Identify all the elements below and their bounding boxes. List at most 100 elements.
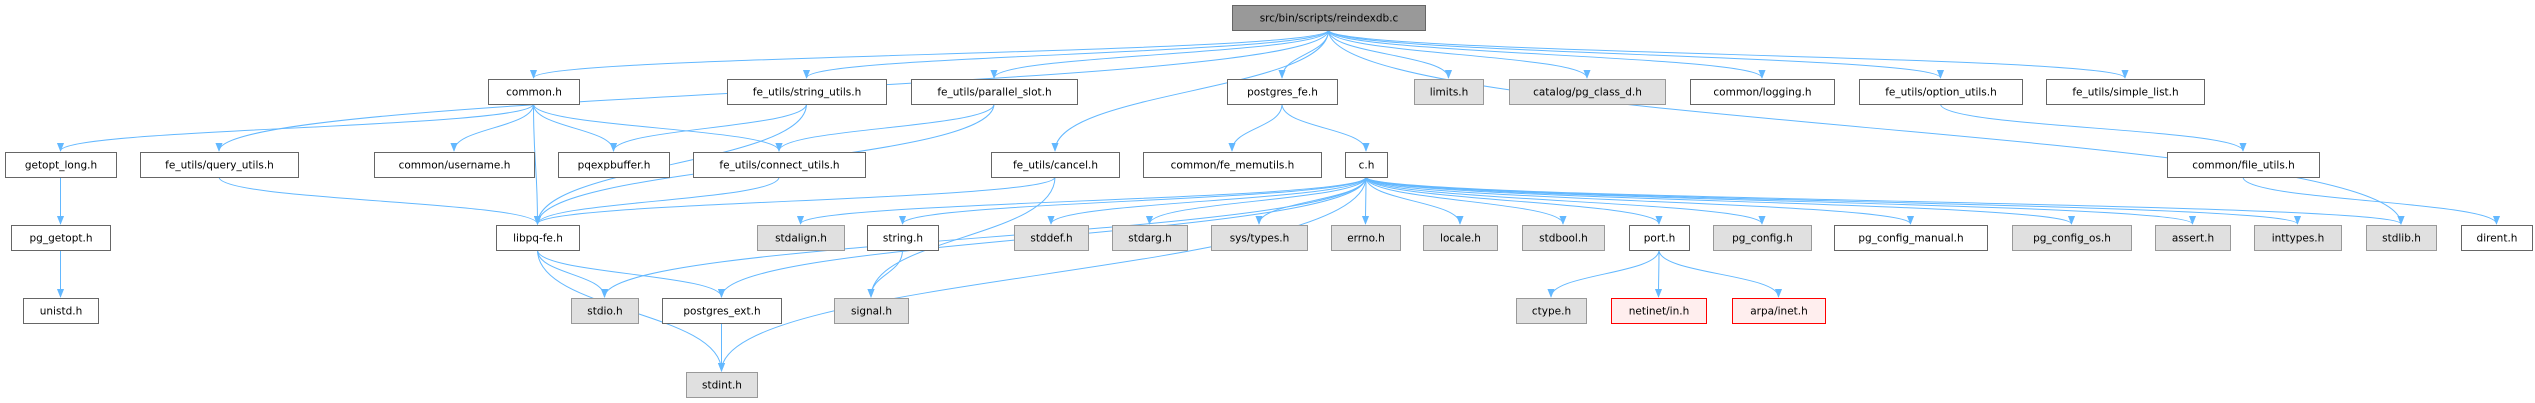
node-label: pg_getopt.h: [29, 233, 92, 245]
node-box: [911, 79, 1078, 105]
edge-string_utils-to-pqexpbuffer: [609, 103, 807, 152]
node-option-utils[interactable]: fe_utils/option_utils.h: [1859, 79, 2023, 105]
node-box: [991, 152, 1120, 178]
edge-root-to-pg_class_d: [1328, 29, 1591, 79]
node-label: limits.h: [1430, 87, 1469, 99]
edge-root-to-simple_list: [1328, 29, 2129, 79]
node-label: ctype.h: [1532, 306, 1571, 318]
node-logging[interactable]: common/logging.h: [1690, 79, 1835, 105]
node-label: pg_config_os.h: [2033, 233, 2111, 245]
node-locale: locale.h: [1423, 225, 1498, 251]
node-c[interactable]: c.h: [1345, 152, 1388, 178]
node-label: pg_config_manual.h: [1858, 233, 1963, 245]
node-label: c.h: [1359, 160, 1375, 172]
edge-root-to-string_utils: [803, 29, 1329, 79]
node-box: [1331, 225, 1401, 251]
node-box: [488, 79, 580, 105]
node-label: stdarg.h: [1128, 233, 1171, 245]
edge-port-to-arpa_inet: [1658, 249, 1783, 298]
edge-postgres_fe-to-c: [1281, 103, 1370, 152]
edge-c-to-locale: [1365, 176, 1464, 225]
node-parallel-slot[interactable]: fe_utils/parallel_slot.h: [911, 79, 1078, 105]
edge-cancel-to-signal: [867, 176, 1056, 298]
node-getopt-long[interactable]: getopt_long.h: [5, 152, 117, 178]
node-label: common/file_utils.h: [2192, 160, 2295, 172]
node-libpq-fe[interactable]: libpq-fe.h: [496, 225, 580, 251]
node-label: fe_utils/connect_utils.h: [719, 160, 839, 172]
node-fe-memutils[interactable]: common/fe_memutils.h: [1143, 152, 1322, 178]
edge-c-to-stddef: [1047, 176, 1367, 225]
edge-common-to-libpq_fe: [533, 103, 542, 225]
node-box: [1834, 225, 1988, 251]
node-box: [11, 225, 111, 251]
edges: [56, 29, 2501, 372]
edge-root-to-parallel_slot: [990, 29, 1329, 79]
edge-c-to-pg_config_manual: [1365, 176, 1914, 225]
node-pg-getopt[interactable]: pg_getopt.h: [11, 225, 111, 251]
node-box: [1227, 79, 1338, 105]
node-box: [1014, 225, 1089, 251]
node-string-utils[interactable]: fe_utils/string_utils.h: [727, 79, 887, 105]
node-query-utils[interactable]: fe_utils/query_utils.h: [140, 152, 299, 178]
node-stdalign: stdalign.h: [757, 225, 845, 251]
node-label: common/username.h: [399, 160, 511, 172]
node-box: [686, 372, 758, 398]
node-common[interactable]: common.h: [488, 79, 580, 105]
node-simple-list[interactable]: fe_utils/simple_list.h: [2046, 79, 2205, 105]
edge-c-to-stdint: [717, 176, 1367, 372]
edge-root-to-common: [530, 29, 1329, 79]
node-username[interactable]: common/username.h: [374, 152, 535, 178]
node-postgres-ext[interactable]: postgres_ext.h: [662, 298, 782, 324]
nodes: src/bin/scripts/reindexdb.c common.h fe_ut…: [5, 5, 2533, 398]
node-root[interactable]: src/bin/scripts/reindexdb.c: [1232, 5, 1426, 31]
node-port[interactable]: port.h: [1629, 225, 1690, 251]
node-box: [1211, 225, 1308, 251]
node-box: [1345, 152, 1388, 178]
node-label: stdlib.h: [2382, 233, 2421, 245]
node-box: [662, 298, 782, 324]
edge-c-to-stdarg: [1145, 176, 1367, 225]
node-dirent[interactable]: dirent.h: [2461, 225, 2533, 251]
node-pg-config-manual[interactable]: pg_config_manual.h: [1834, 225, 1988, 251]
edge-file_utils-to-dirent: [2242, 176, 2501, 225]
edge-postgres_fe-to-fe_memutils: [1228, 103, 1283, 152]
node-label: common.h: [506, 87, 562, 99]
node-box: [496, 225, 580, 251]
node-box: [1516, 298, 1587, 324]
node-box: [2254, 225, 2342, 251]
edge-common-to-username: [450, 103, 534, 152]
node-box: [1232, 5, 1426, 31]
node-label: pg_config.h: [1732, 233, 1793, 245]
node-pqexpbuffer[interactable]: pqexpbuffer.h: [558, 152, 670, 178]
edge-root-to-option_utils: [1328, 29, 1944, 79]
node-box: [1112, 225, 1188, 251]
node-sys-types: sys/types.h: [1211, 225, 1308, 251]
edge-root-to-postgres_fe: [1278, 29, 1329, 79]
edge-c-to-stdlib: [1365, 176, 2405, 225]
node-label: stdint.h: [702, 380, 742, 392]
node-unistd[interactable]: unistd.h: [23, 298, 99, 324]
node-box: [1423, 225, 1498, 251]
node-label: string.h: [883, 233, 923, 245]
edge-string_utils-to-libpq_fe: [533, 103, 807, 225]
node-label: pqexpbuffer.h: [578, 160, 651, 172]
node-label: sys/types.h: [1230, 233, 1290, 245]
edge-string-to-signal: [867, 249, 903, 298]
node-box: [1690, 79, 1835, 105]
node-box: [1522, 225, 1605, 251]
node-connect-utils[interactable]: fe_utils/connect_utils.h: [693, 152, 866, 178]
node-label: fe_utils/cancel.h: [1013, 160, 1098, 172]
node-cancel[interactable]: fe_utils/cancel.h: [991, 152, 1120, 178]
node-label: inttypes.h: [2272, 233, 2325, 245]
edge-port-to-netinet_in: [1654, 249, 1663, 298]
node-file-utils[interactable]: common/file_utils.h: [2167, 152, 2320, 178]
node-box: [1509, 79, 1666, 105]
edge-connect_utils-to-libpq_fe: [533, 176, 780, 225]
node-string[interactable]: string.h: [867, 225, 939, 251]
node-box: [2167, 152, 2320, 178]
node-label: catalog/pg_class_d.h: [1533, 87, 1642, 99]
edge-libpq_fe-to-postgres_ext: [537, 249, 726, 298]
node-stdio: stdio.h: [571, 298, 639, 324]
node-postgres-fe[interactable]: postgres_fe.h: [1227, 79, 1338, 105]
node-label: postgres_ext.h: [683, 306, 760, 318]
